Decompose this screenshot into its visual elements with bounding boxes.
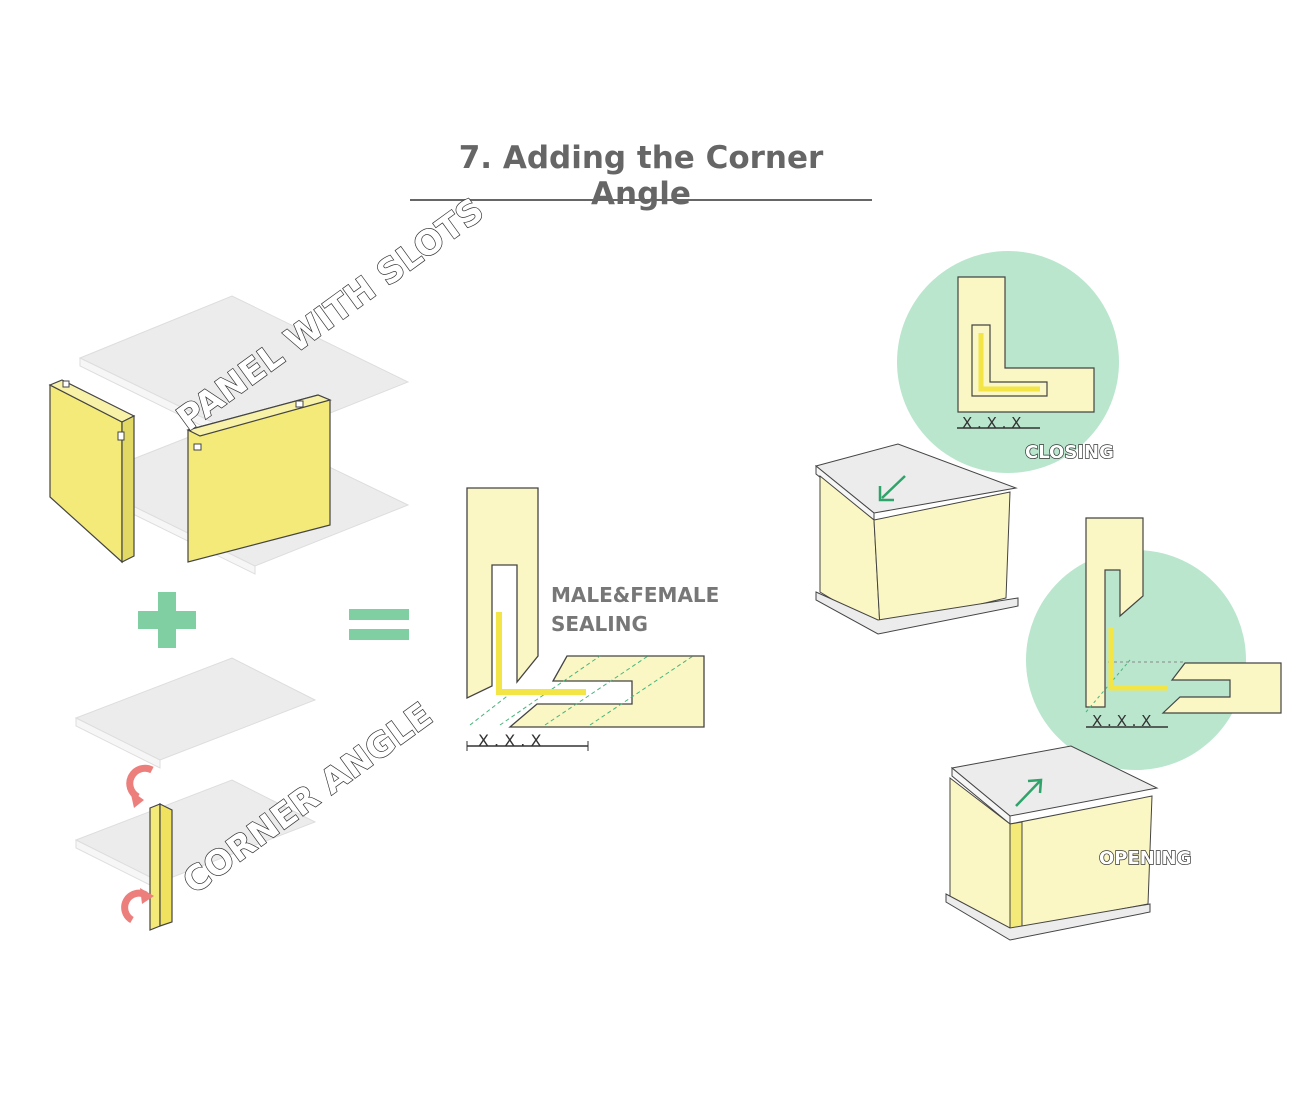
male-female-label: MALE&FEMALE [551,583,719,607]
male-female-sealing-detail: X . X . X MALE&FEMALE SEALING [466,487,719,751]
opening-dimension-marks: X . X . X [1092,712,1151,730]
opening-detail-circle [1026,550,1246,770]
seal-dashed-line [499,655,601,726]
closing-box-base [815,591,1019,635]
opening-box-gap [1009,821,1023,931]
rotate-arrow-head-icon [140,888,154,904]
panel-slot [295,400,304,408]
seal-dashed-line [1085,659,1131,713]
opening-arrow-icon [1015,780,1041,807]
left-panel-side [121,415,135,563]
closing-illustration: X . X . X CLOSING [814,251,1119,635]
vertical-panel-section [466,487,539,700]
closing-box-front [873,491,1011,629]
opening-illustration: X . X . X OPENING [945,517,1282,941]
opening-horizontal-section [1161,662,1282,714]
equals-sign [349,609,409,640]
opening-vertical-section [1085,517,1144,708]
opening-angle-section [1108,627,1168,691]
corner-angle-illustration: CORNER ANGLE [74,657,441,931]
corner-angle-section [496,612,586,695]
corner-angle-face [159,803,173,927]
opening-box-base [945,893,1151,941]
closing-detail-circle [897,251,1119,473]
horizontal-panel-section [508,655,705,728]
panel-slot [62,380,70,388]
panel-slot [193,443,202,451]
closing-angle-section [978,333,1040,392]
closing-label: CLOSING [1025,442,1114,463]
closing-dimension-marks: X . X . X [962,414,1021,432]
panel-slot [117,431,125,441]
closing-vertical-section [957,276,1095,413]
plus-sign [138,592,196,648]
opening-arrow-head-icon [1027,778,1043,794]
seal-dashed-line [469,689,516,726]
right-panel-edge [186,394,332,437]
closing-arrow-head-icon [878,486,894,502]
sealing-label: SEALING [551,612,648,636]
upper-board [74,657,317,761]
title-underline [410,199,872,201]
upper-board-edge [75,717,161,769]
page-title: 7. Adding the Corner Angle [458,140,824,212]
closing-arrow-icon [881,475,906,499]
rotate-arrow-head-icon [130,790,144,808]
dimension-marks: X . X . X [478,731,541,750]
opening-label: OPENING [1099,848,1191,869]
panel-with-slots-illustration: PANEL WITH SLOTS [48,190,492,575]
corner-angle-piece [149,803,161,931]
